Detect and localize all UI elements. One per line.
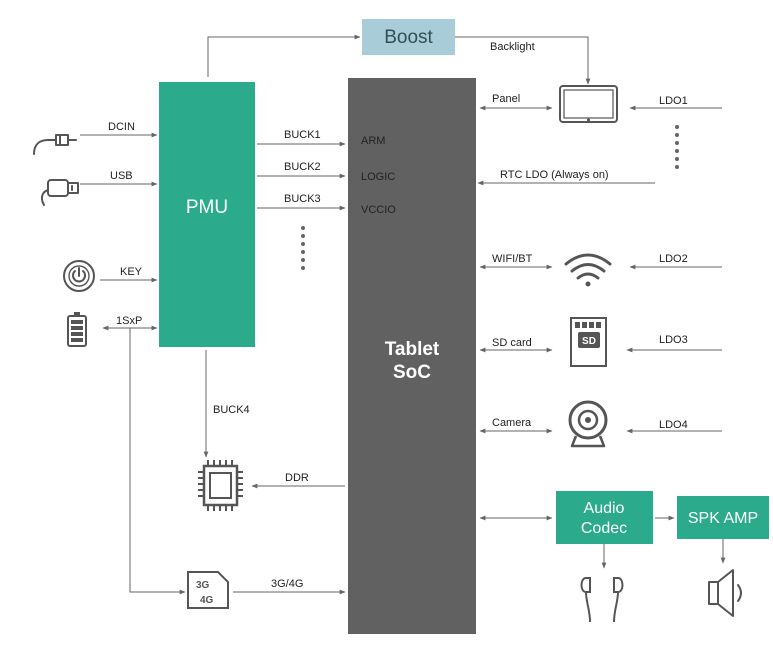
logic-label: LOGIC xyxy=(361,171,395,183)
sd-card-label: SD card xyxy=(492,337,532,349)
boost-label: Boost xyxy=(384,27,433,48)
ldo2-label: LDO2 xyxy=(659,253,688,265)
audio-codec-label-line2: Codec xyxy=(581,520,627,537)
spk-amp-label: SPK AMP xyxy=(688,510,758,527)
earphones-icon xyxy=(580,577,624,623)
audio-jack-icon xyxy=(33,134,77,155)
modem-card-icon: 3G 4G xyxy=(187,571,229,609)
audio-codec-block xyxy=(556,491,653,544)
ldo3-label: LDO3 xyxy=(659,334,688,346)
sd-icon-text: SD xyxy=(582,336,596,347)
wifi-bt-label: WIFI/BT xyxy=(492,253,533,265)
net-label: 3G/4G xyxy=(271,578,303,590)
webcam-icon xyxy=(568,400,608,448)
buck1-label: BUCK1 xyxy=(284,129,321,141)
more-ldo-dots xyxy=(675,125,679,169)
soc-label-line2: SoC xyxy=(393,362,431,383)
soc-label-line1: Tablet xyxy=(385,339,440,360)
speaker-icon xyxy=(708,569,742,617)
sd-card-icon: SD xyxy=(570,317,607,367)
audio-codec-label-line1: Audio xyxy=(584,500,625,517)
ddr-chip-icon xyxy=(198,460,243,511)
dcin-label: DCIN xyxy=(108,121,135,133)
key-label: KEY xyxy=(120,266,143,278)
tablet-display-icon xyxy=(559,85,618,123)
ddr-label: DDR xyxy=(285,472,309,484)
arm-label: ARM xyxy=(361,135,385,147)
vccio-label: VCCIO xyxy=(361,204,396,216)
panel-label: Panel xyxy=(492,93,520,105)
boost-block xyxy=(362,19,455,55)
more-buck-dots xyxy=(301,226,305,270)
pmu-label: PMU xyxy=(186,197,228,218)
backlight-wire xyxy=(455,36,591,85)
battery-modem-wire xyxy=(129,328,186,595)
soc-block xyxy=(348,78,476,634)
camera-label: Camera xyxy=(492,417,532,429)
backlight-label: Backlight xyxy=(490,41,535,53)
pmu-boost-wire xyxy=(207,34,361,77)
usb-plug-icon xyxy=(40,179,79,206)
battery-label: 1SxP xyxy=(116,315,142,327)
modem-3g-text: 3G xyxy=(196,580,210,591)
modem-4g-text: 4G xyxy=(200,595,214,606)
buck4-label: BUCK4 xyxy=(213,404,250,416)
buck3-label: BUCK3 xyxy=(284,193,321,205)
power-button-icon xyxy=(63,260,95,292)
pmu-block xyxy=(159,82,255,347)
usb-label: USB xyxy=(110,170,133,182)
ldo1-label: LDO1 xyxy=(659,95,688,107)
spk-amp-block xyxy=(677,496,769,539)
ldo4-label: LDO4 xyxy=(659,419,688,431)
rtc-ldo-label: RTC LDO (Always on) xyxy=(500,169,609,181)
battery-icon xyxy=(67,312,87,347)
buck2-label: BUCK2 xyxy=(284,161,321,173)
connections xyxy=(80,34,726,595)
wifi-icon xyxy=(564,253,612,287)
